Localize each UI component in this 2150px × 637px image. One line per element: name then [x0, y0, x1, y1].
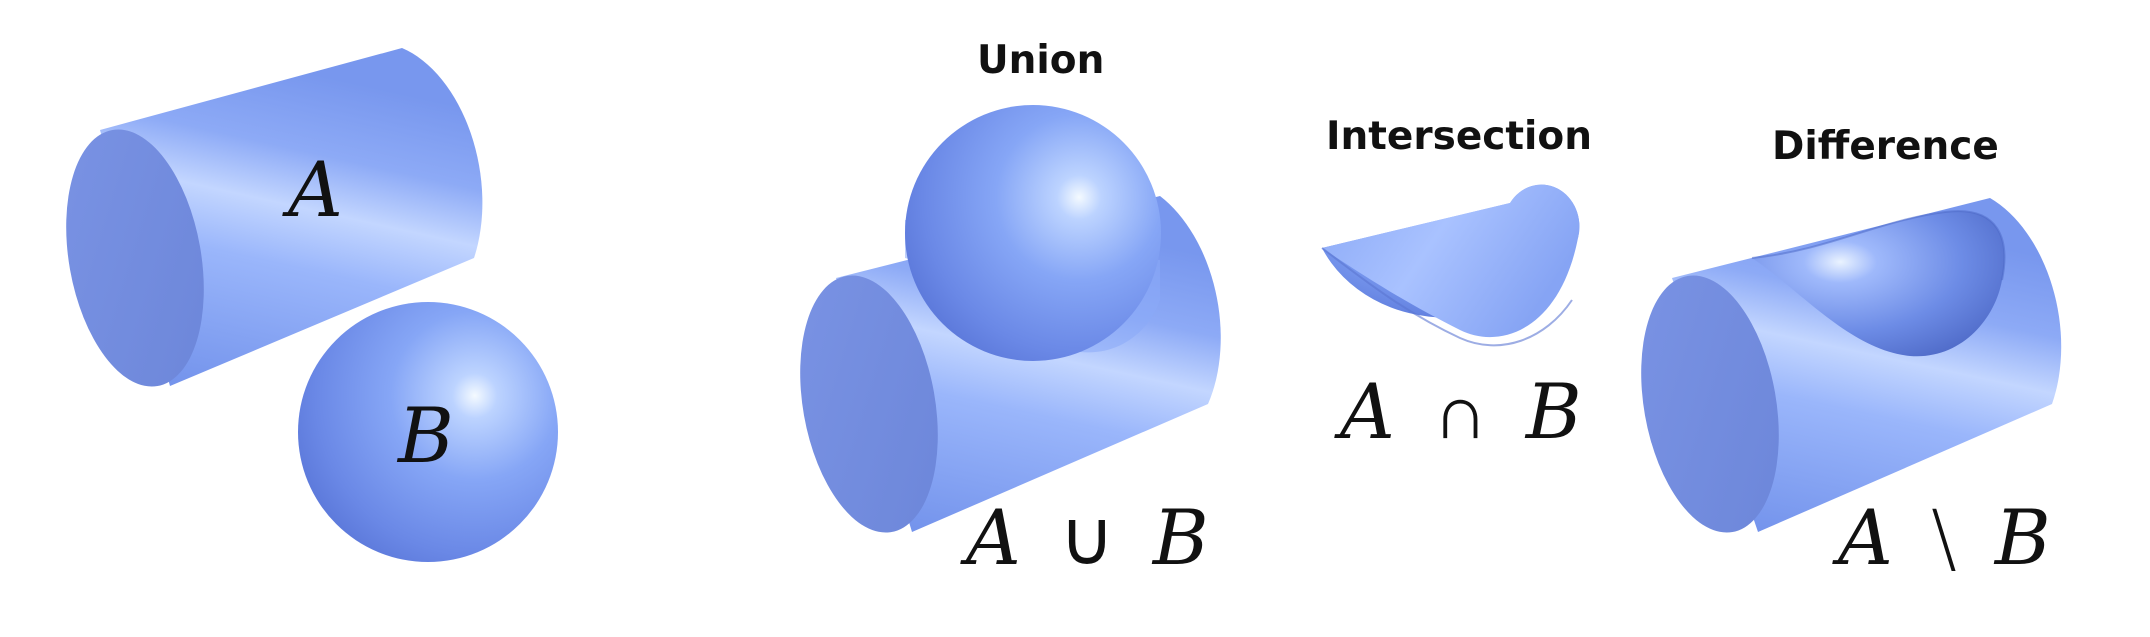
sphere-label: B [398, 398, 454, 474]
difference-solid [1641, 198, 2062, 533]
intersection-operator: ∩ [1433, 367, 1488, 456]
intersection-expression: A ∩ B [1340, 374, 1582, 450]
union-expr-left: A [966, 493, 1021, 582]
cylinder-label: A [288, 152, 343, 228]
difference-expression: A \ B [1838, 500, 2051, 576]
union-expr-right: B [1152, 493, 1209, 582]
sphere-b [298, 302, 558, 562]
cylinder-label-text: A [288, 145, 343, 234]
difference-title: Difference [1772, 124, 1999, 169]
intersection-title: Intersection [1326, 114, 1592, 159]
sphere-label-text: B [398, 391, 454, 480]
union-solid [800, 105, 1221, 533]
intersection-expr-right: B [1525, 367, 1582, 456]
difference-expr-right: B [1994, 493, 2051, 582]
cylinder-a [66, 48, 483, 387]
difference-expr-left: A [1838, 493, 1893, 582]
union-operator: ∪ [1059, 493, 1115, 582]
difference-operator: \ [1931, 493, 1957, 582]
union-expression: A ∪ B [966, 500, 1209, 576]
intersection-expr-left: A [1340, 367, 1395, 456]
union-title: Union [977, 38, 1105, 83]
intersection-solid [1321, 184, 1580, 347]
